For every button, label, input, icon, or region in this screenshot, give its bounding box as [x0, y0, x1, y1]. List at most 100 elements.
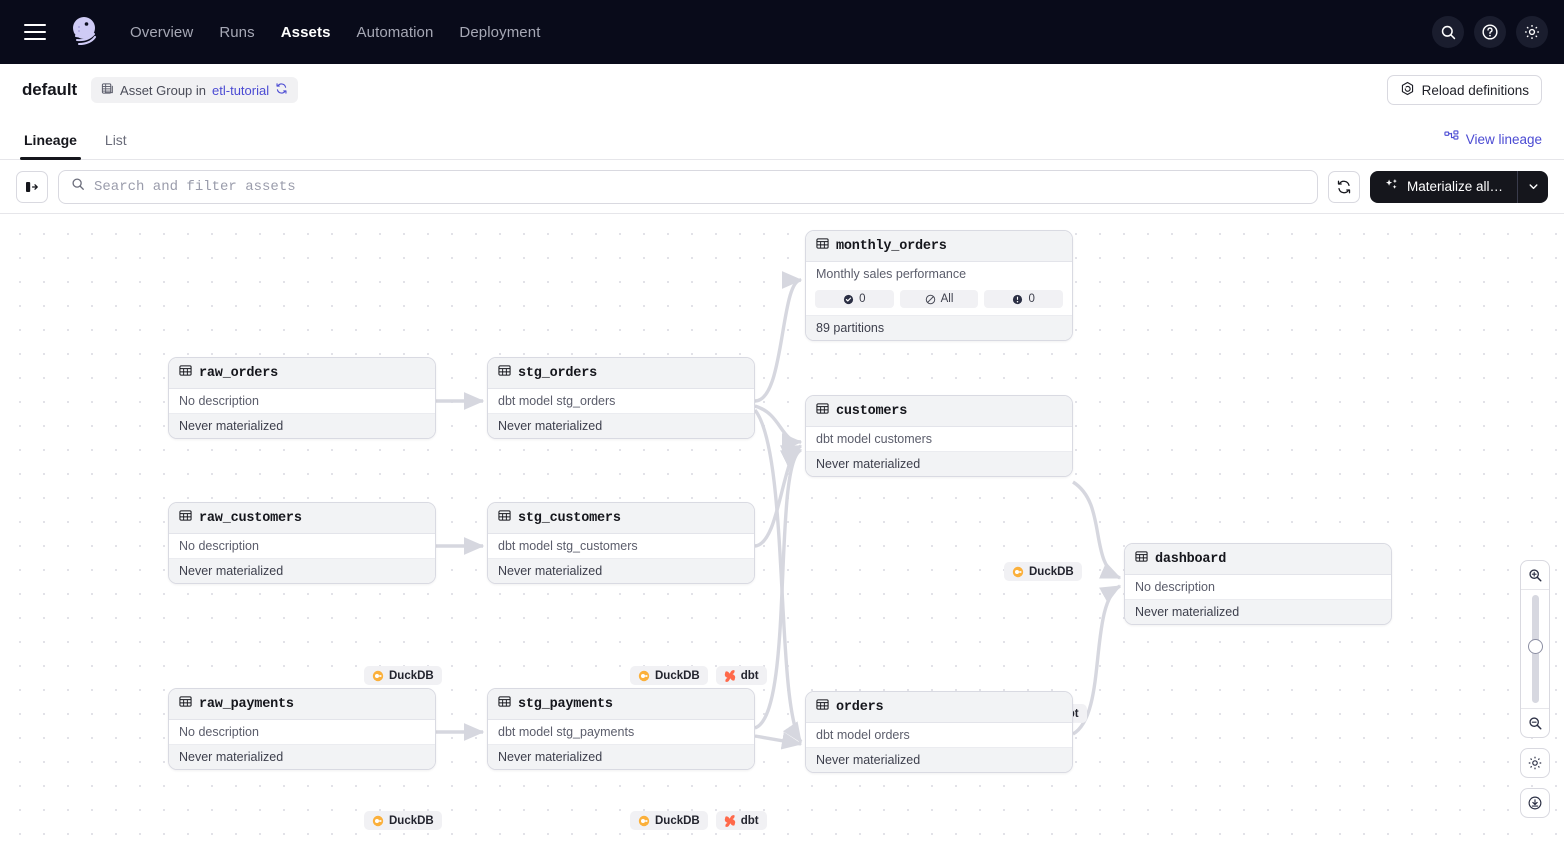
asset-node-title: orders — [836, 699, 884, 715]
lineage-icon — [1444, 130, 1459, 148]
tab-lineage[interactable]: Lineage — [20, 132, 81, 160]
partition-badge-missing[interactable]: All — [899, 290, 979, 308]
asset-node-title: raw_payments — [199, 696, 294, 712]
partition-status-badges: 0 All 0 — [806, 286, 1072, 315]
asset-node-title: stg_customers — [518, 510, 621, 526]
slash-circle-icon — [925, 294, 935, 304]
asset-node-dashboard[interactable]: dashboard No description Never materiali… — [1124, 543, 1392, 625]
asset-node-description: dbt model stg_payments — [488, 720, 754, 744]
asset-node-orders[interactable]: orders dbt model orders Never materializ… — [805, 691, 1073, 773]
search-input[interactable] — [94, 178, 1305, 195]
page-header: default Asset Group in etl-tutorial Relo… — [0, 64, 1564, 116]
materialize-all-label: Materialize all… — [1406, 179, 1503, 194]
asset-node-status: Never materialized — [169, 413, 435, 438]
tag-duckdb[interactable]: DuckDB — [1004, 562, 1082, 581]
asset-node-header: raw_orders — [169, 358, 435, 389]
search-icon[interactable] — [1432, 16, 1464, 48]
asset-node-stg_orders[interactable]: stg_orders dbt model stg_orders Never ma… — [487, 357, 755, 439]
asset-node-header: raw_payments — [169, 689, 435, 720]
dagster-logo[interactable] — [64, 12, 104, 52]
check-circle-icon — [844, 294, 854, 304]
asset-node-description: No description — [169, 720, 435, 744]
edge-stg_payments-customers — [754, 448, 803, 730]
tag-duckdb[interactable]: DuckDB — [364, 666, 442, 685]
nav-link-overview[interactable]: Overview — [130, 23, 194, 41]
view-lineage-label: View lineage — [1465, 131, 1542, 147]
asset-node-description: No description — [169, 534, 435, 558]
chevron-down-icon[interactable] — [1518, 171, 1548, 203]
asset-node-status: Never materialized — [488, 413, 754, 438]
search-filter-box[interactable] — [58, 169, 1318, 204]
materialize-button-group: Materialize all… — [1369, 170, 1548, 203]
zoom-controls — [1520, 560, 1550, 818]
asset-node-raw_payments[interactable]: raw_payments No description Never materi… — [168, 688, 436, 770]
tag-duckdb[interactable]: DuckDB — [630, 666, 708, 685]
asset-node-stg_customers[interactable]: stg_customers dbt model stg_customers Ne… — [487, 502, 755, 584]
zoom-in-icon[interactable] — [1521, 561, 1549, 589]
materialize-all-button[interactable]: Materialize all… — [1370, 171, 1517, 203]
asset-node-stg_payments[interactable]: stg_payments dbt model stg_payments Neve… — [487, 688, 755, 770]
tag-duckdb[interactable]: DuckDB — [630, 811, 708, 830]
panel-toggle-icon[interactable] — [16, 170, 48, 203]
asset-group-pill[interactable]: Asset Group in etl-tutorial — [91, 77, 299, 103]
edge-stg_payments-orders — [754, 732, 803, 750]
tag-label: DuckDB — [655, 814, 700, 827]
zoom-slider-box — [1520, 560, 1550, 738]
reload-icon — [1400, 81, 1415, 99]
asset-node-monthly_orders[interactable]: monthly_orders Monthly sales performance… — [805, 230, 1073, 341]
refresh-icon[interactable] — [275, 82, 288, 98]
nav-link-deployment[interactable]: Deployment — [459, 23, 541, 41]
gear-icon[interactable] — [1520, 748, 1550, 778]
asset-node-header: stg_customers — [488, 503, 754, 534]
asset-node-description: dbt model customers — [806, 427, 1072, 451]
nav-link-runs[interactable]: Runs — [219, 23, 255, 41]
asset-node-header: customers — [806, 396, 1072, 427]
divider — [1521, 589, 1549, 590]
asset-node-title: raw_orders — [199, 365, 279, 381]
asset-node-status: Never materialized — [488, 558, 754, 583]
table-icon — [498, 509, 511, 527]
asset-node-title: stg_payments — [518, 696, 613, 712]
help-icon[interactable] — [1474, 16, 1506, 48]
tag-label: dbt — [740, 814, 759, 827]
zoom-out-icon[interactable] — [1521, 709, 1549, 737]
search-icon — [71, 177, 85, 196]
settings-icon[interactable] — [1516, 16, 1548, 48]
tag-dbt[interactable]: dbt — [715, 666, 767, 685]
tag-dbt[interactable]: dbt — [715, 811, 767, 830]
tab-list[interactable]: List — [104, 132, 127, 148]
tab-bar: Lineage List View lineage — [0, 116, 1564, 160]
reload-definitions-button[interactable]: Reload definitions — [1386, 75, 1542, 105]
fit-to-screen-icon[interactable] — [1520, 788, 1550, 818]
asset-tags-raw_customers: DuckDB — [364, 811, 442, 830]
hamburger-icon[interactable] — [24, 24, 46, 40]
asset-group-icon — [101, 82, 114, 98]
asset-node-title: stg_orders — [518, 365, 598, 381]
zoom-slider-handle[interactable] — [1527, 639, 1543, 654]
table-icon — [179, 364, 192, 382]
asset-node-raw_customers[interactable]: raw_customers No description Never mater… — [168, 502, 436, 584]
asset-node-customers[interactable]: customers dbt model customers Never mate… — [805, 395, 1073, 477]
tag-label: DuckDB — [655, 669, 700, 682]
asset-group-location-link[interactable]: etl-tutorial — [212, 82, 270, 98]
asset-node-description: No description — [169, 389, 435, 413]
page-title: default — [22, 80, 78, 99]
asset-node-raw_orders[interactable]: raw_orders No description Never material… — [168, 357, 436, 439]
lineage-graph-canvas[interactable]: raw_orders No description Never material… — [0, 214, 1564, 838]
top-navigation-bar: Overview Runs Assets Automation Deployme… — [0, 0, 1564, 64]
asset-node-description: No description — [1125, 575, 1391, 599]
table-icon — [1135, 550, 1148, 568]
tag-duckdb[interactable]: DuckDB — [364, 811, 442, 830]
edge-stg_orders-orders — [753, 408, 803, 744]
primary-nav-links: Overview Runs Assets Automation Deployme… — [130, 24, 540, 41]
partition-badge-failed[interactable]: 0 — [984, 290, 1064, 308]
zoom-slider[interactable] — [1521, 590, 1549, 708]
partition-badge-materialized[interactable]: 0 — [815, 290, 894, 308]
table-icon — [816, 237, 829, 255]
nav-link-automation[interactable]: Automation — [356, 23, 434, 41]
refresh-graph-button[interactable] — [1327, 170, 1360, 203]
asset-node-header: orders — [806, 692, 1072, 723]
asset-node-header: raw_customers — [169, 503, 435, 534]
nav-link-assets[interactable]: Assets — [280, 23, 331, 41]
view-lineage-link[interactable]: View lineage — [1444, 130, 1542, 148]
